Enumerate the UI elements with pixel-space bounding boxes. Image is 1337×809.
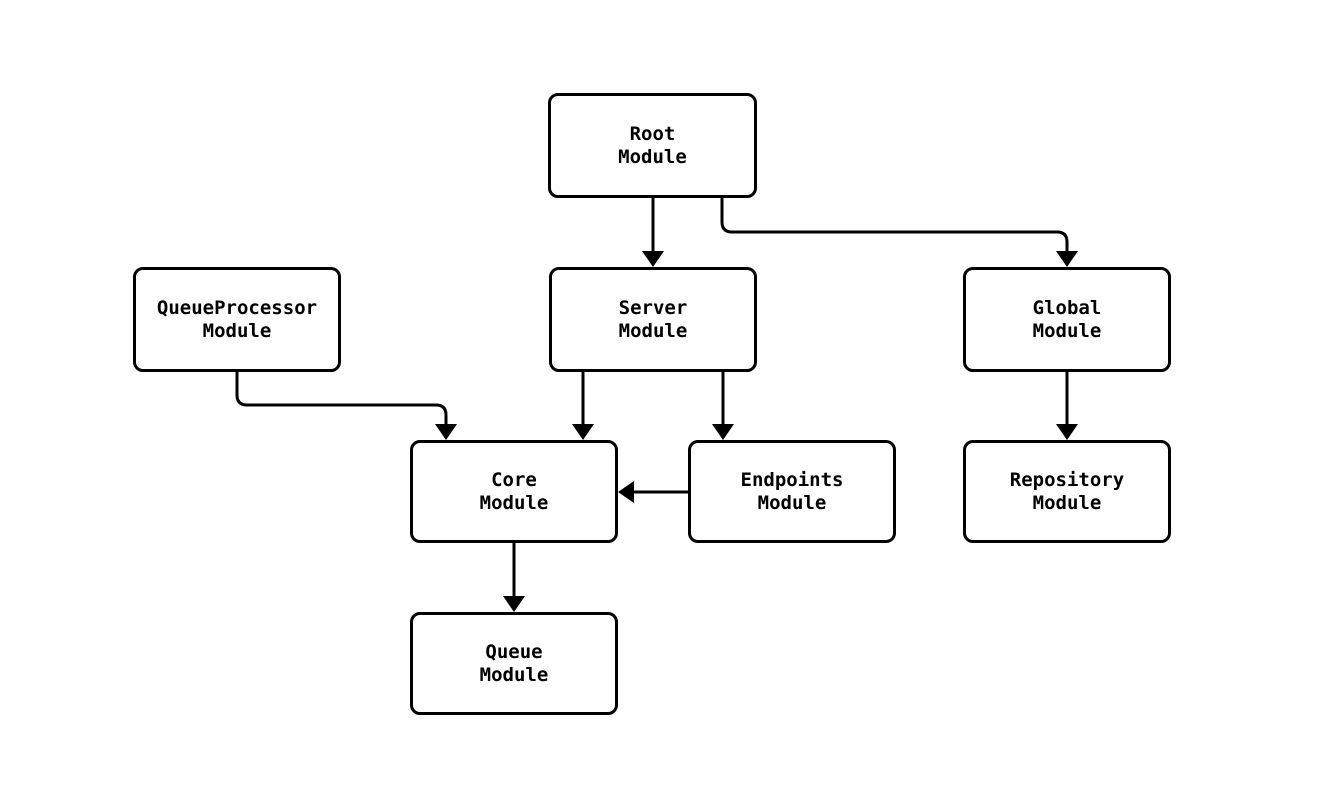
arrowhead-global-to-repository: [1056, 424, 1078, 440]
node-queue-module-label: Queue Module: [480, 641, 549, 687]
node-core-module: Core Module: [410, 440, 618, 543]
node-label-line: Module: [757, 491, 827, 514]
node-queueprocessor-module-label: QueueProcessor Module: [157, 297, 317, 343]
node-label-line: Module: [1032, 491, 1102, 514]
node-label-line: Module: [618, 145, 687, 168]
node-global-module: Global Module: [963, 267, 1171, 372]
arrowhead-root-to-server: [642, 251, 664, 267]
node-repository-module: Repository Module: [963, 440, 1171, 543]
arrowhead-root-to-global: [1056, 251, 1078, 267]
node-queue-module: Queue Module: [410, 612, 618, 715]
node-label-line: Module: [618, 319, 688, 342]
arrowhead-queueprocessor-to-core: [435, 424, 457, 440]
node-label-line: Global: [1032, 296, 1102, 319]
node-endpoints-module: Endpoints Module: [688, 440, 896, 543]
node-global-module-label: Global Module: [1033, 297, 1102, 343]
node-core-module-label: Core Module: [480, 469, 549, 515]
arrowhead-server-to-core: [572, 424, 594, 440]
node-label-line: Root: [629, 122, 676, 145]
node-server-module-label: Server Module: [619, 297, 688, 343]
arrowhead-endpoints-to-core: [618, 481, 634, 503]
node-label-line: Queue: [485, 640, 543, 663]
node-label-line: Module: [202, 319, 272, 342]
node-server-module: Server Module: [549, 267, 757, 372]
node-endpoints-module-label: Endpoints Module: [741, 469, 844, 515]
node-label-line: Endpoints: [740, 468, 844, 491]
node-root-module-label: Root Module: [618, 123, 687, 169]
node-label-line: Core: [491, 468, 537, 491]
node-root-module: Root Module: [548, 93, 757, 198]
node-label-line: Server: [618, 296, 688, 319]
arrowhead-server-to-endpoints: [712, 424, 734, 440]
edge-queueprocessor-to-core: [235, 370, 448, 426]
edge-root-to-global: [720, 196, 1069, 253]
node-label-line: Module: [479, 491, 549, 514]
node-label-line: Module: [1032, 319, 1102, 342]
node-repository-module-label: Repository Module: [1010, 469, 1124, 515]
node-label-line: Repository: [1009, 468, 1125, 491]
node-label-line: QueueProcessor: [156, 296, 318, 319]
arrowhead-core-to-queue: [503, 596, 525, 612]
node-queueprocessor-module: QueueProcessor Module: [133, 267, 341, 372]
node-label-line: Module: [479, 663, 549, 686]
